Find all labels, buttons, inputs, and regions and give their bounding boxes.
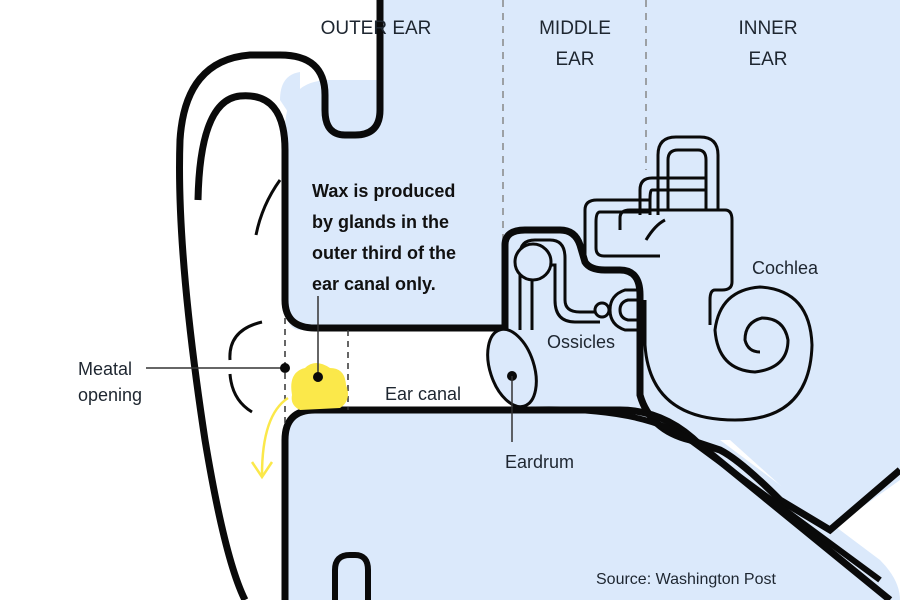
arrow-head-icon bbox=[250, 461, 274, 480]
eardrum-shape bbox=[486, 327, 538, 409]
label-meatal-1: Meatal bbox=[78, 359, 132, 379]
lower-canal-outline bbox=[281, 406, 893, 600]
ossicle-chain bbox=[518, 238, 600, 330]
upper-outline bbox=[176, 0, 384, 600]
helix-tissue-shade bbox=[280, 72, 300, 130]
wax-migration-arrow bbox=[260, 396, 289, 476]
label-cochlea: Cochlea bbox=[752, 258, 819, 278]
tragus-arc-lower bbox=[228, 373, 253, 414]
meatal-pointer-dot bbox=[280, 363, 290, 373]
wax-note-line-4: ear canal only. bbox=[312, 274, 436, 294]
wax-note-line-1: Wax is produced bbox=[312, 181, 455, 201]
label-meatal-2: opening bbox=[78, 385, 142, 405]
lower-notch-outline bbox=[332, 552, 371, 600]
wax-note-line-3: outer third of the bbox=[312, 243, 456, 263]
header-middle-ear-2: EAR bbox=[555, 49, 594, 70]
earwax-blob bbox=[291, 363, 348, 410]
cochlea-body bbox=[643, 285, 814, 422]
tragus-arc bbox=[228, 320, 263, 361]
header-middle-ear-1: MIDDLE bbox=[539, 18, 611, 39]
malleus-head bbox=[513, 242, 553, 282]
wax-note-line-2: by glands in the bbox=[312, 212, 449, 232]
label-ossicles: Ossicles bbox=[547, 332, 615, 352]
header-inner-ear-2: EAR bbox=[748, 49, 787, 70]
ossicle-chain-inner bbox=[530, 263, 600, 330]
header-outer-ear: OUTER EAR bbox=[321, 18, 432, 39]
stapes-footplate bbox=[608, 288, 640, 332]
stapes-head bbox=[593, 301, 611, 319]
inner-ear-outline bbox=[519, 406, 882, 583]
semicircular-canals bbox=[583, 135, 734, 325]
lower-tissue-region bbox=[285, 410, 900, 600]
label-ear-canal: Ear canal bbox=[385, 384, 461, 404]
header-inner-ear-1: INNER bbox=[738, 18, 797, 39]
wax-pointer-dot bbox=[313, 372, 323, 382]
source-credit: Source: Washington Post bbox=[596, 571, 777, 588]
antihelix-line bbox=[254, 179, 282, 236]
label-eardrum: Eardrum bbox=[505, 452, 574, 472]
